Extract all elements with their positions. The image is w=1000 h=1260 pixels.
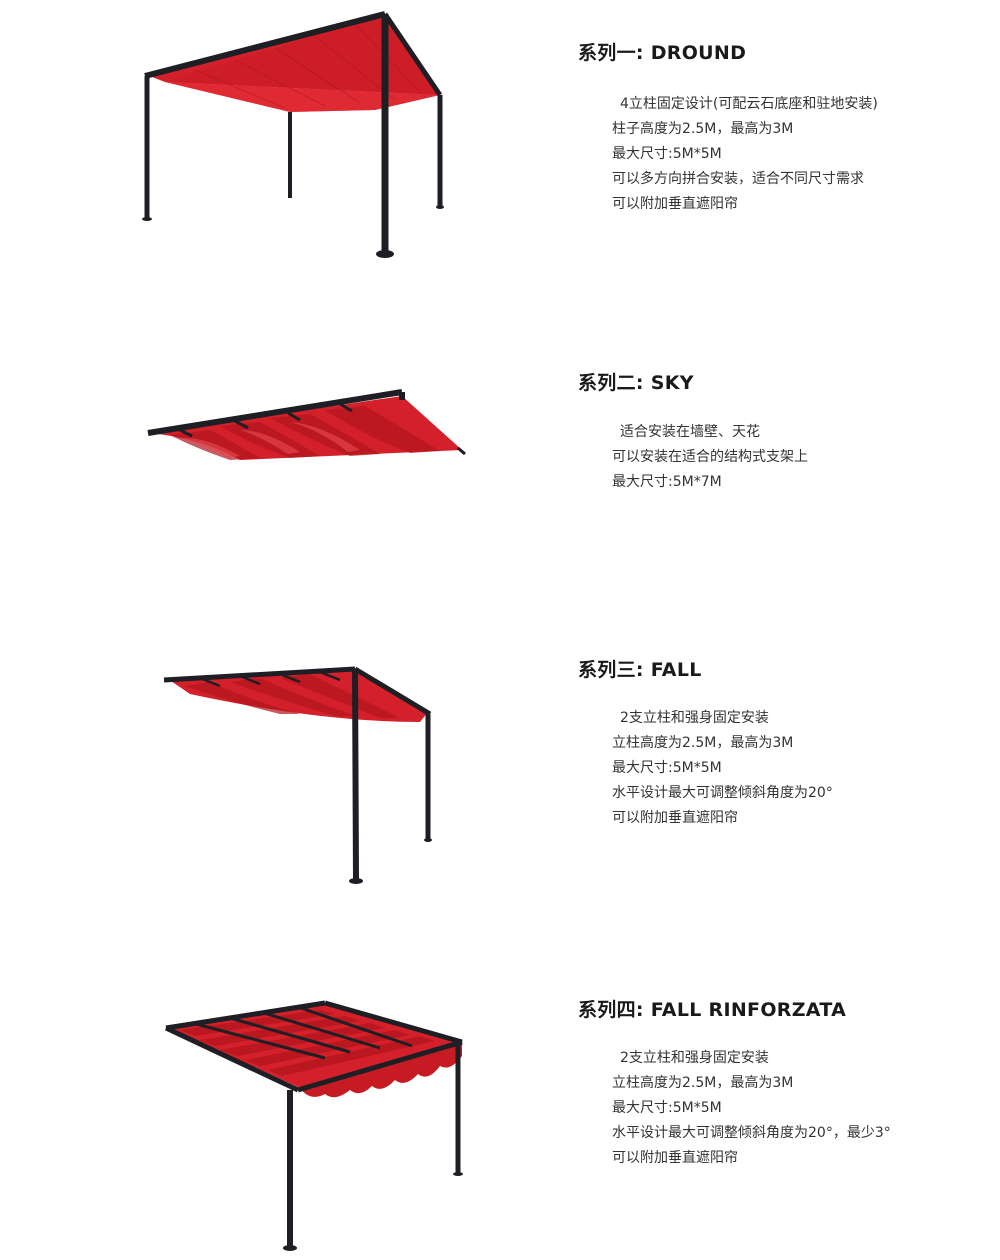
series-4-pergola-illustration (164, 1000, 463, 1251)
series-1-spec-line-3: 最大尺寸:5M*5M (612, 146, 722, 162)
series-3-pergola-illustration (163, 666, 432, 884)
series-1-spec-line-2: 柱子高度为2.5M，最高为3M (612, 121, 794, 137)
series-2-section: 系列二: SKY 适合安装在墙壁、天花 可以安装在适合的结构式支架上 最大尺寸:… (0, 360, 1000, 520)
series-1-spec-line-5: 可以附加垂直遮阳帘 (612, 196, 738, 212)
series-1-spec-line-4: 可以多方向拼合安装，适合不同尺寸需求 (612, 171, 864, 187)
series-4-spec-list: 2支立柱和强身固定安装 立柱高度为2.5M，最高为3M 最大尺寸:5M*5M 水… (612, 1046, 891, 1171)
series-2-spec-list: 适合安装在墙壁、天花 可以安装在适合的结构式支架上 最大尺寸:5M*7M (612, 420, 808, 495)
series-2-spec-line-1: 适合安装在墙壁、天花 (620, 424, 760, 440)
series-3-spec-line-1: 2支立柱和强身固定安装 (620, 710, 769, 726)
series-1-spec-list: 4立柱固定设计(可配云石底座和驻地安装) 柱子高度为2.5M，最高为3M 最大尺… (612, 92, 878, 217)
series-3-spec-line-5: 可以附加垂直遮阳帘 (612, 810, 738, 826)
series-2-pergola-illustration (147, 389, 466, 460)
series-3-spec-line-4: 水平设计最大可调整倾斜角度为20° (612, 785, 833, 801)
series-4-spec-line-1: 2支立柱和强身固定安装 (620, 1050, 769, 1066)
series-1-pergola-illustration (142, 11, 444, 258)
series-4-spec-line-3: 最大尺寸:5M*5M (612, 1100, 722, 1116)
series-2-spec-line-3: 最大尺寸:5M*7M (612, 474, 722, 490)
series-1-spec-line-1: 4立柱固定设计(可配云石底座和驻地安装) (620, 96, 878, 112)
series-3-spec-list: 2支立柱和强身固定安装 立柱高度为2.5M，最高为3M 最大尺寸:5M*5M 水… (612, 706, 833, 831)
series-4-spec-line-4: 水平设计最大可调整倾斜角度为20°，最少3° (612, 1125, 891, 1141)
series-3-section: 系列三: FALL 2支立柱和强身固定安装 立柱高度为2.5M，最高为3M 最大… (0, 650, 1000, 890)
series-3-spec-line-2: 立柱高度为2.5M，最高为3M (612, 735, 794, 751)
series-2-spec-line-2: 可以安装在适合的结构式支架上 (612, 449, 808, 465)
series-4-title: 系列四: FALL RINFORZATA (578, 999, 847, 1021)
series-4-spec-line-5: 可以附加垂直遮阳帘 (612, 1150, 738, 1166)
series-4-section: 系列四: FALL RINFORZATA 2支立柱和强身固定安装 立柱高度为2.… (0, 990, 1000, 1260)
series-3-spec-line-3: 最大尺寸:5M*5M (612, 760, 722, 776)
series-2-title: 系列二: SKY (578, 372, 694, 394)
series-1-section: 系列一: DROUND 4立柱固定设计(可配云石底座和驻地安装) 柱子高度为2.… (0, 0, 1000, 300)
series-1-title: 系列一: DROUND (578, 42, 747, 64)
series-4-spec-line-2: 立柱高度为2.5M，最高为3M (612, 1075, 794, 1091)
series-3-title: 系列三: FALL (578, 659, 702, 681)
